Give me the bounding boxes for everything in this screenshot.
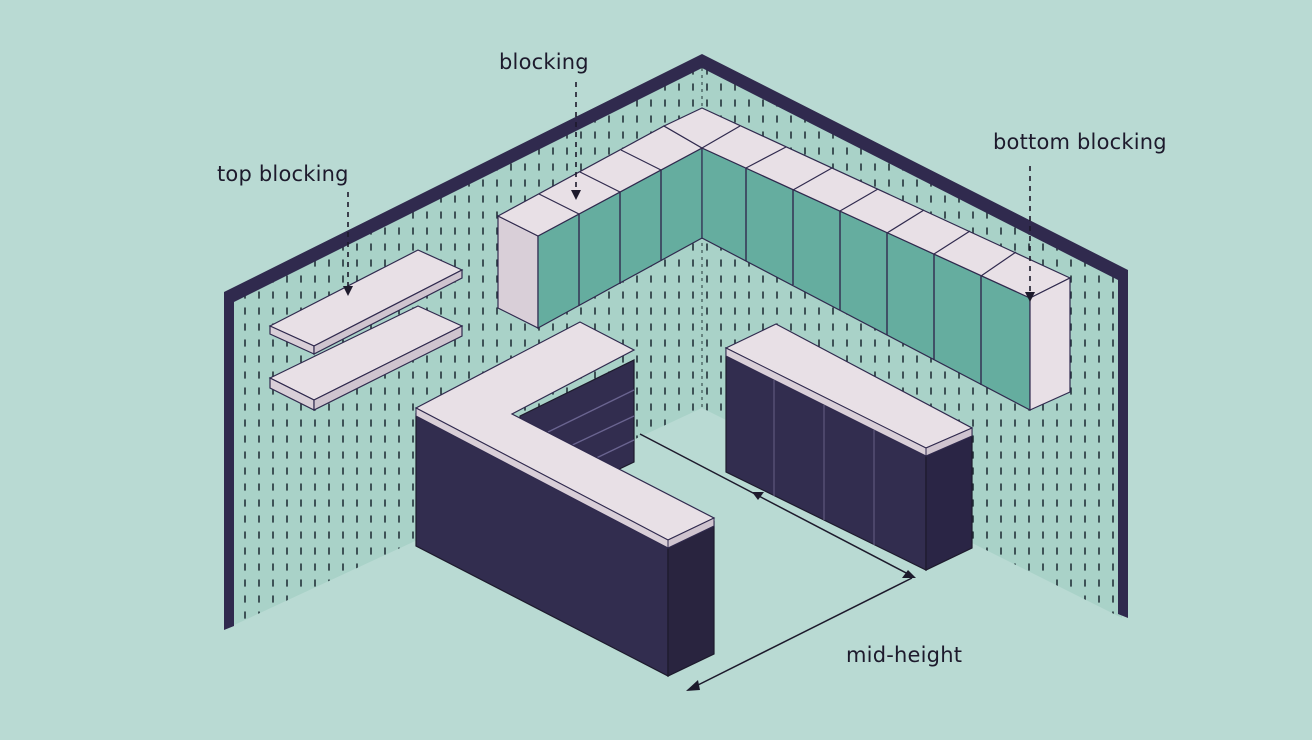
upper-cabinet-right-end [1029, 277, 1071, 411]
mid-height-arrowhead-left [686, 680, 700, 691]
top-blocking-label: top blocking [217, 162, 349, 186]
island-counter-edge-end [667, 517, 715, 549]
dimension-lines [639, 433, 916, 691]
mid-height-dimension-line [687, 577, 913, 691]
top-blocking-arrowhead [343, 286, 353, 296]
right-wall-edge [702, 54, 1128, 618]
blocking-label: blocking [499, 50, 589, 74]
upper-cabinet-door-lines [578, 168, 982, 385]
floor-gap-arrowhead-end [902, 570, 916, 578]
upper-cabinet-top-lines [538, 125, 1017, 277]
right-base-door-lines [773, 380, 875, 545]
lower-shelf [268, 305, 464, 411]
upper-cabinets [496, 107, 1072, 411]
floating-shelves [268, 249, 464, 411]
right-base-counter-edge-right [925, 427, 973, 457]
blocking-arrowhead [571, 190, 581, 200]
right-base-cabinets [724, 323, 974, 571]
leader-lines [343, 82, 1035, 302]
bottom-blocking-label: bottom blocking [993, 130, 1167, 154]
floor-gap-arrowhead [752, 492, 764, 500]
upper-shelf [268, 249, 464, 355]
bottom-blocking-arrowhead [1025, 292, 1035, 302]
mid-height-label: mid-height [846, 643, 963, 667]
floor-gap-line [639, 433, 913, 577]
l-shaped-island [414, 321, 716, 677]
